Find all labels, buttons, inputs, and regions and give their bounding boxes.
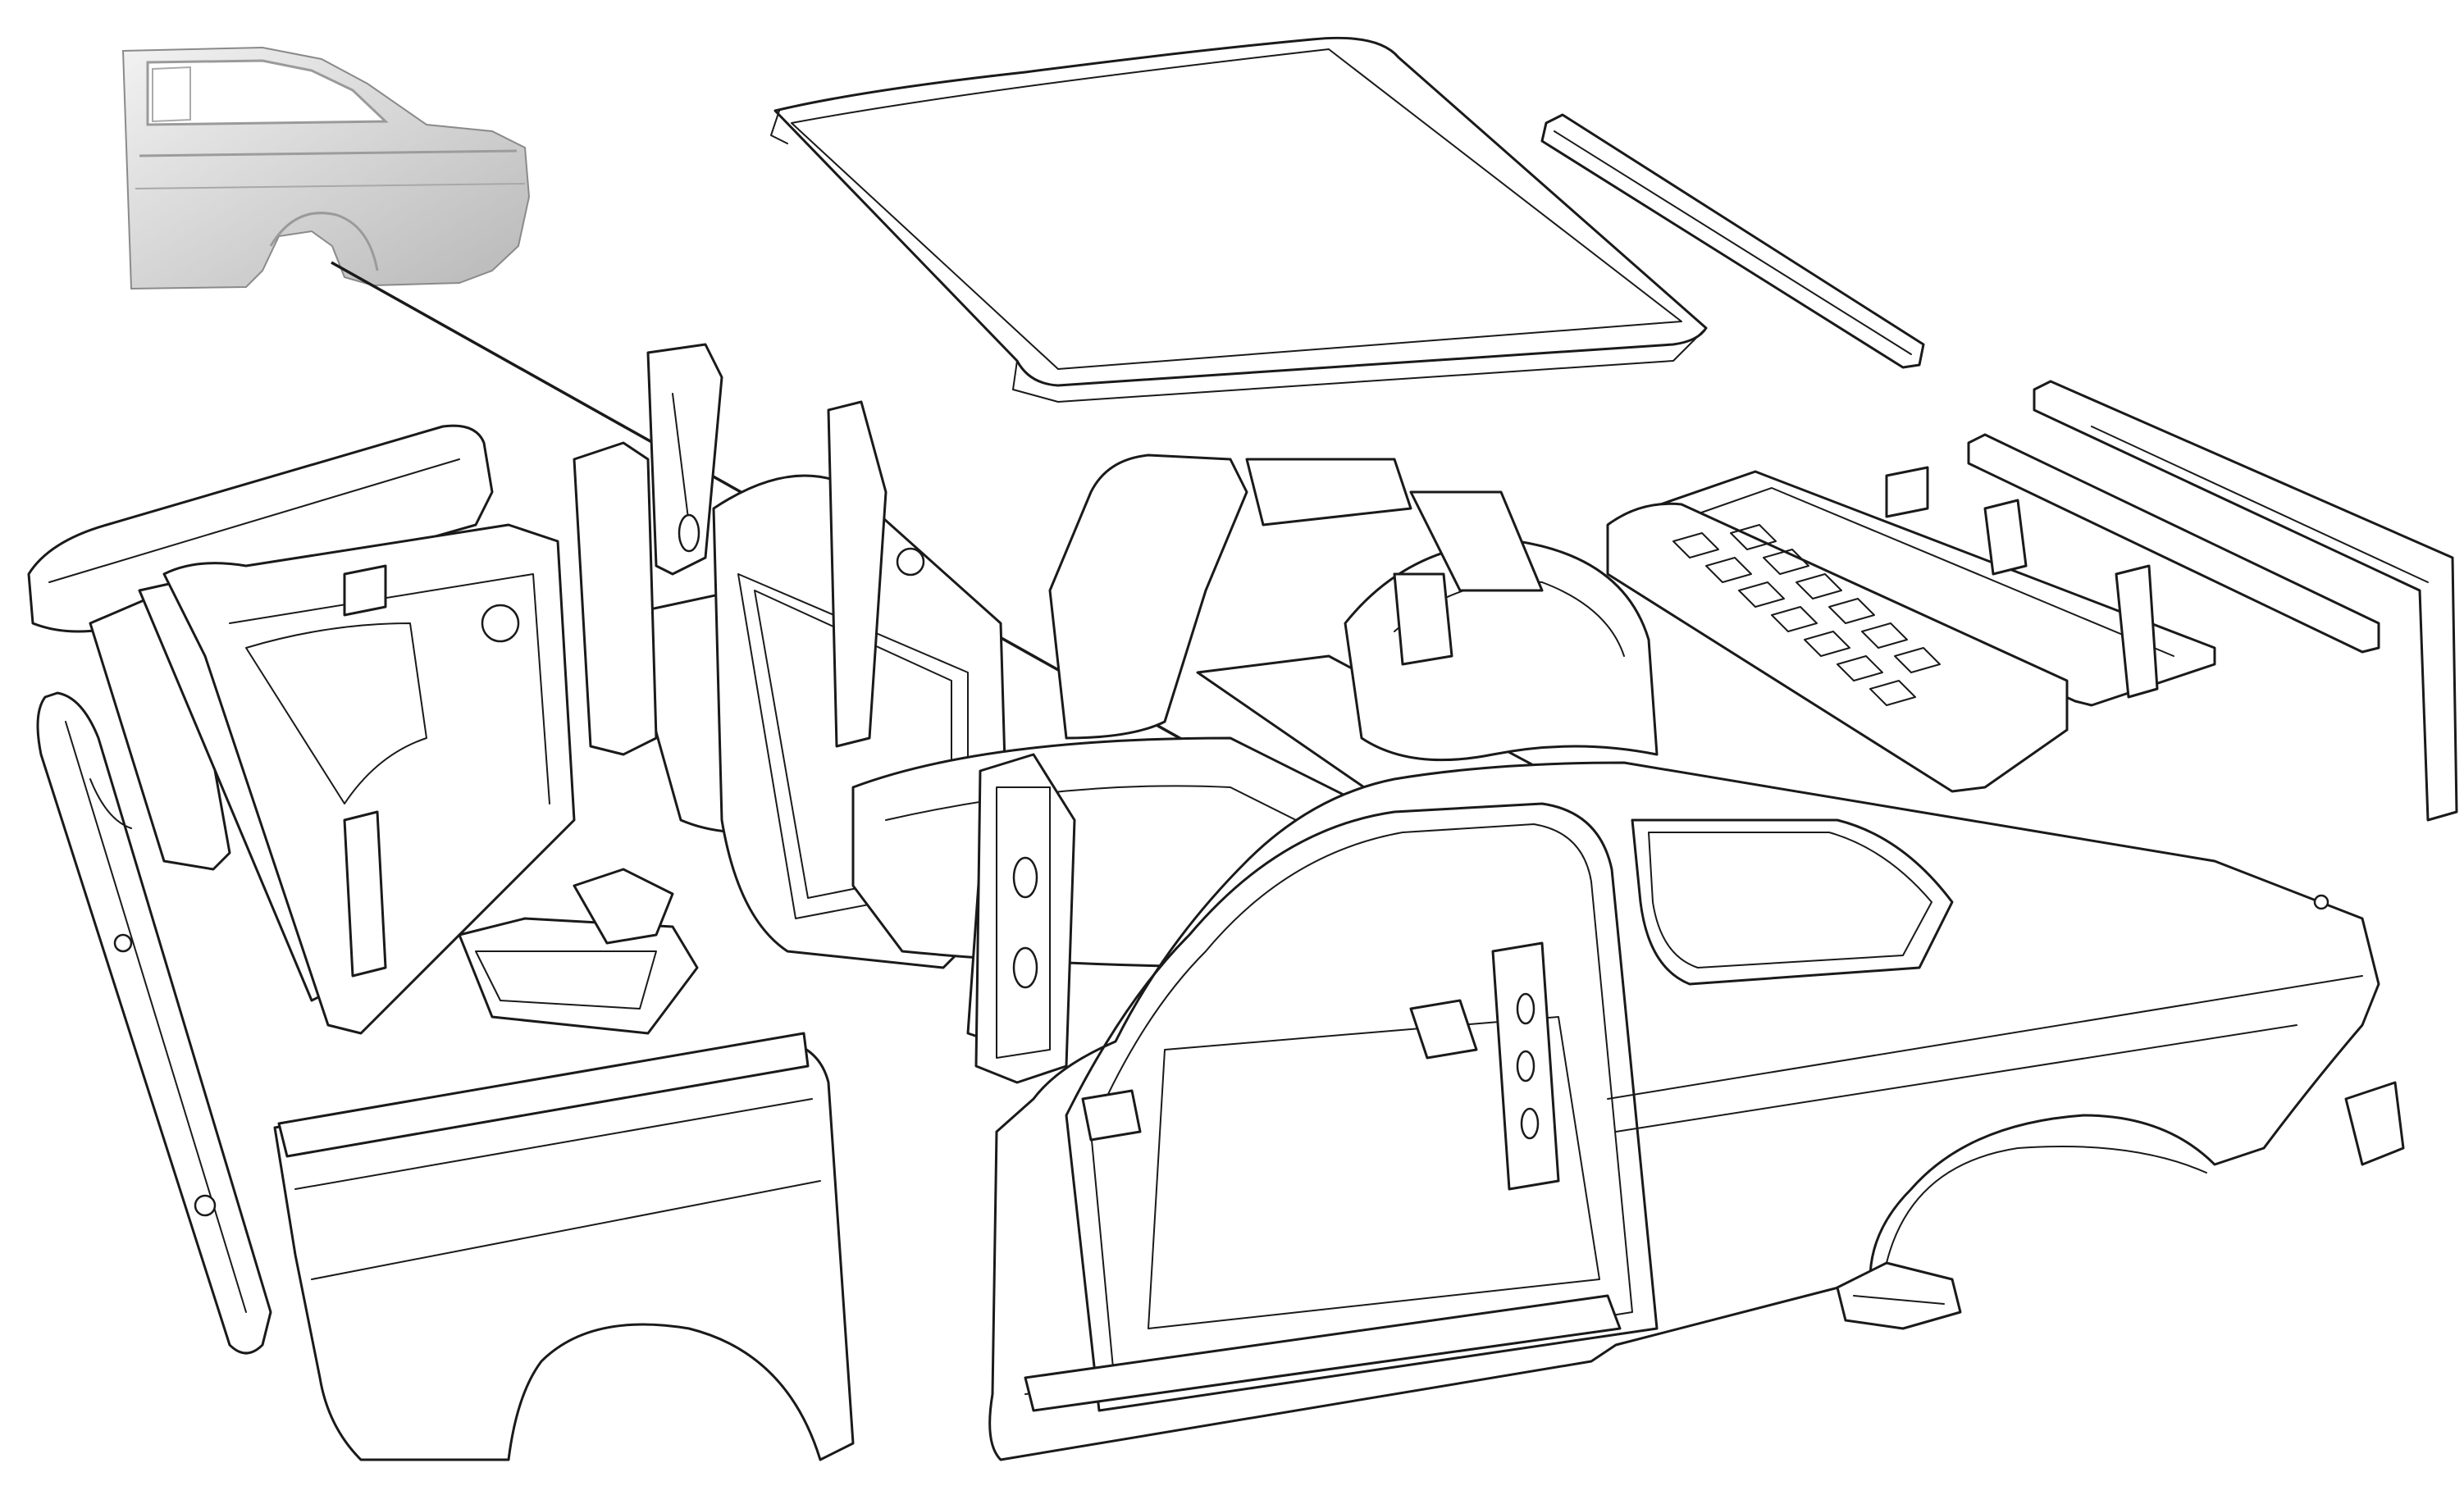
front-valance (36, 691, 272, 1355)
side-body-panel (988, 761, 2380, 1461)
drip-rail (1540, 113, 1925, 369)
roof-panel (770, 36, 1708, 403)
rear-floor-pan (1606, 502, 2069, 793)
front-wing (273, 1032, 855, 1461)
front-engine-bay (27, 424, 699, 1035)
a-pillar-left (573, 343, 887, 756)
a-post-upright (974, 753, 1142, 1142)
rear-panels (1647, 380, 2458, 822)
rear-sill-extension (1836, 1081, 2405, 1330)
rear-wheel-arch (1344, 540, 1659, 762)
quarter-panel-thumbnail (121, 46, 531, 290)
